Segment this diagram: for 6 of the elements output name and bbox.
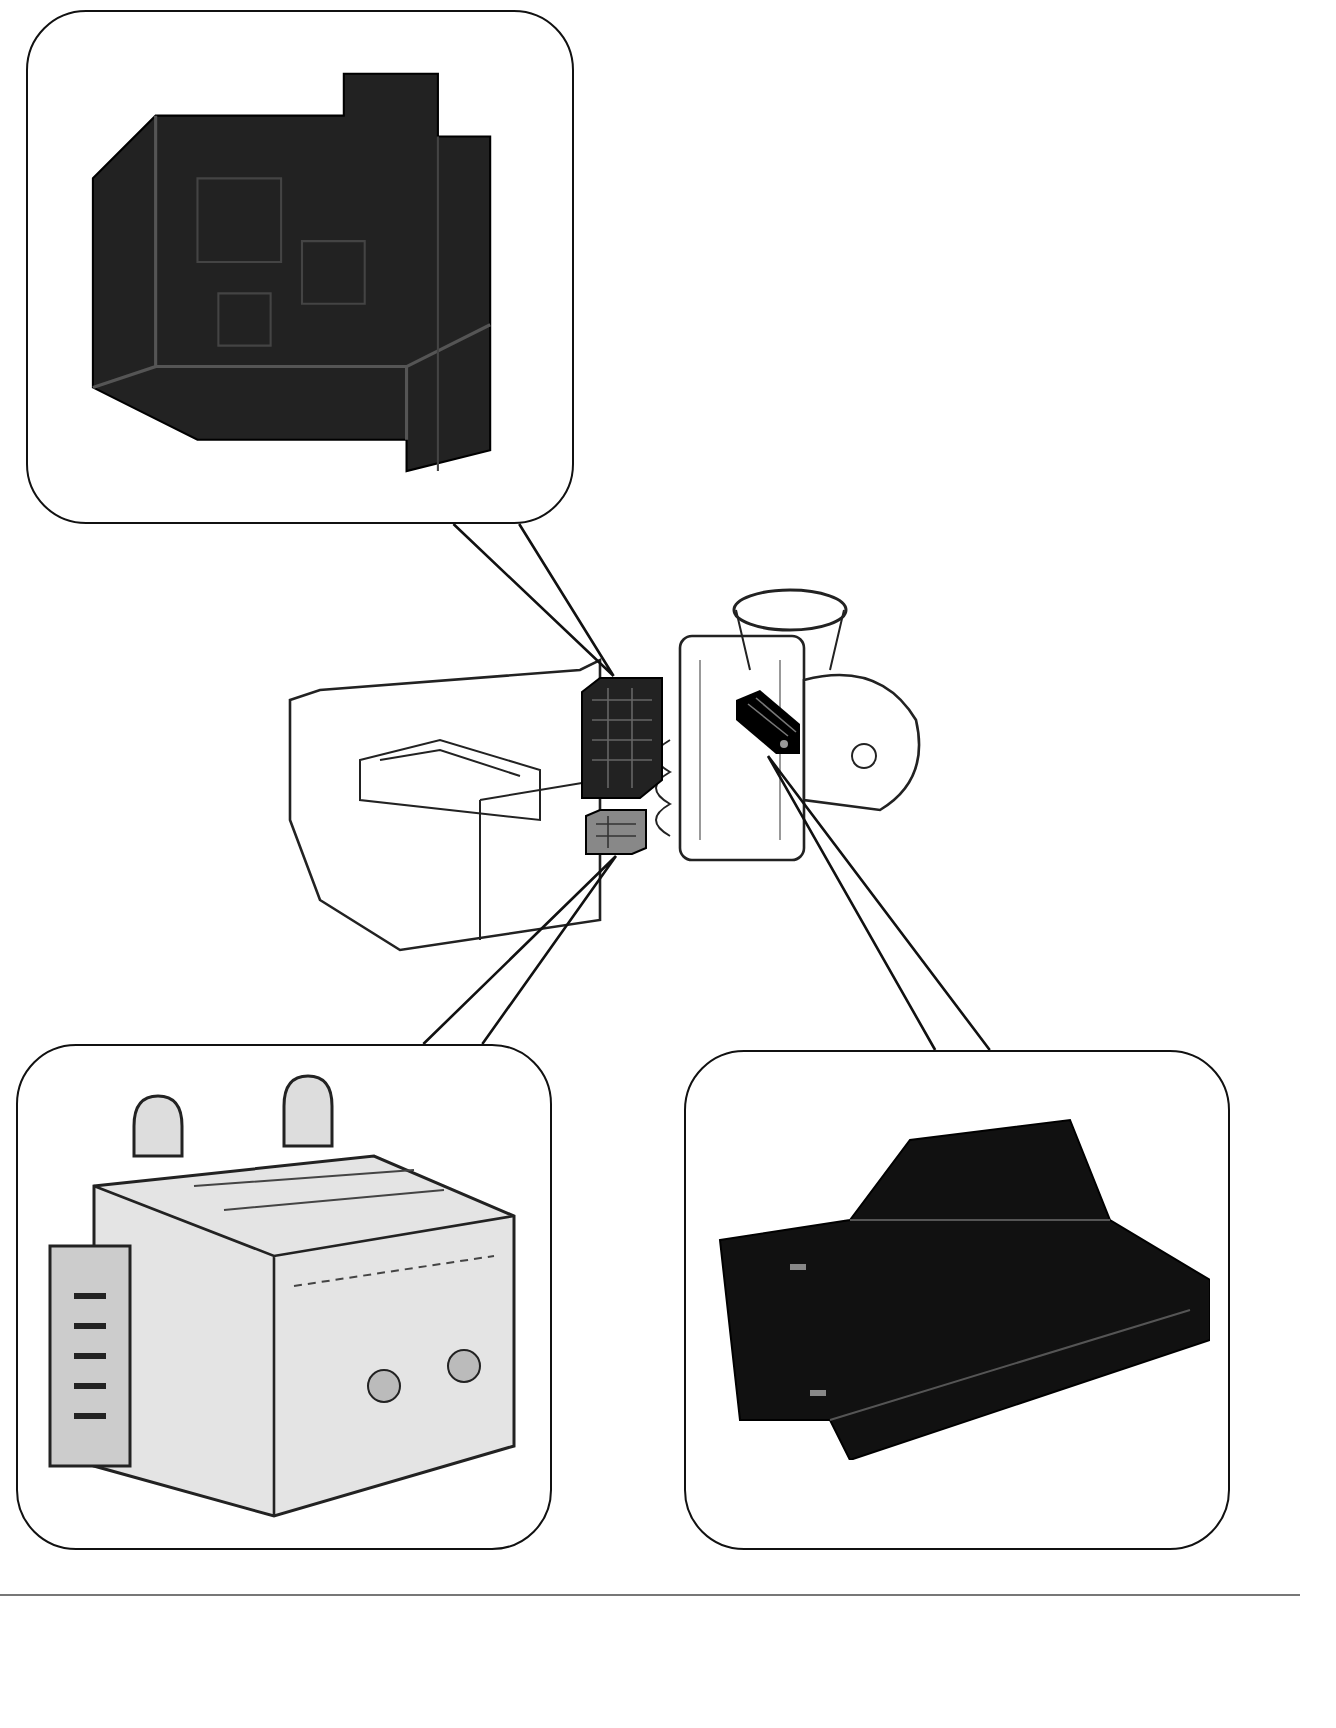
callout-panel — [26, 10, 574, 524]
leader-line — [422, 854, 618, 1046]
callout-panel — [16, 1044, 552, 1550]
callout-panel — [684, 1050, 1230, 1550]
leader-line — [766, 754, 992, 1052]
leader-line — [452, 522, 615, 678]
